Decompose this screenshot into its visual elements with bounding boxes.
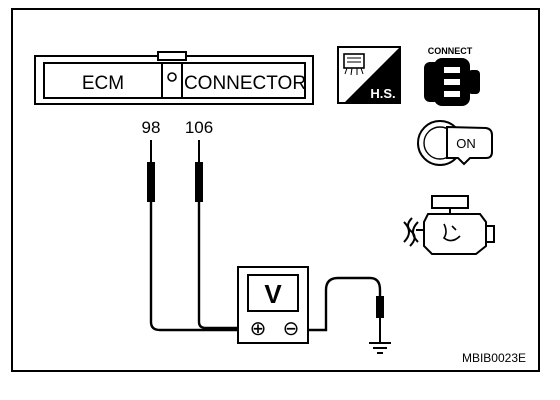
probe-98 <box>147 140 155 202</box>
connect-icon: CONNECT <box>424 46 480 106</box>
hs-label: H.S. <box>370 86 395 101</box>
terminal-label-98: 98 <box>142 118 161 137</box>
wire-98 <box>149 202 248 332</box>
ecm-connector: ECM CONNECTOR <box>34 51 314 105</box>
engine-icon <box>403 195 495 255</box>
ground-icon <box>369 342 391 354</box>
figure-code: MBIB0023E <box>462 351 526 365</box>
wire-ground <box>302 276 382 332</box>
ignition-label: ON <box>456 136 476 151</box>
connector-latch <box>167 72 177 82</box>
wire-106 <box>197 202 248 330</box>
voltmeter-negative-terminal: ⊖ <box>283 318 300 340</box>
terminal-label-106: 106 <box>185 118 213 137</box>
connect-label: CONNECT <box>428 46 473 56</box>
ground-probe <box>376 296 384 342</box>
voltmeter: V ⊕ ⊖ <box>237 266 309 344</box>
probe-106 <box>195 140 203 202</box>
voltmeter-positive-terminal: ⊕ <box>250 318 267 340</box>
ignition-key-icon: ON <box>417 120 493 166</box>
connector-right-label: CONNECTOR <box>184 73 306 94</box>
hs-icon: H.S. <box>337 46 401 104</box>
connector-left-label: ECM <box>82 73 124 94</box>
voltmeter-symbol: V <box>264 279 282 309</box>
